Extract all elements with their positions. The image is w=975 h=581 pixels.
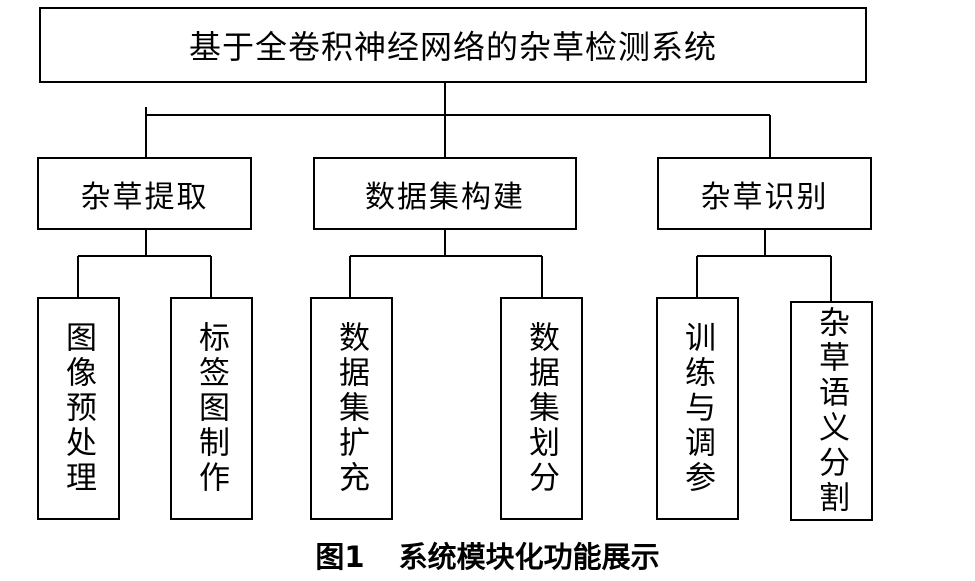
module-box-weed-extraction: 杂草提取 [37,157,252,230]
leaf-label: 杂草语义分割 [813,306,849,516]
module-label: 数据集构建 [365,179,525,215]
leaf-box-dataset-augmentation: 数据集扩充 [310,297,393,520]
figure-number: 图1 [315,540,365,574]
leaf-box-image-preprocessing: 图像预处理 [37,297,120,520]
figure-caption-text: 系统模块化功能展示 [398,540,660,574]
leaf-box-label-map-making: 标签图制作 [170,297,253,520]
module-box-dataset-construction: 数据集构建 [313,157,577,230]
figure-caption: 图1 系统模块化功能展示 [0,534,975,576]
root-box: 基于全卷积神经网络的杂草检测系统 [39,7,867,83]
leaf-label: 标签图制作 [193,321,229,496]
connector-module-1-children [77,230,212,297]
leaf-box-semantic-segmentation: 杂草语义分割 [790,301,873,521]
module-label: 杂草提取 [80,179,209,215]
leaf-box-dataset-split: 数据集划分 [500,297,583,520]
connector-module-3-children [696,230,832,301]
leaf-label: 数据集扩充 [333,321,369,496]
connector-module-2-children [349,230,543,297]
leaf-box-training-tuning: 训练与调参 [656,297,739,520]
module-box-weed-recognition: 杂草识别 [657,157,872,230]
leaf-label: 训练与调参 [679,321,715,496]
root-title: 基于全卷积神经网络的杂草检测系统 [188,28,717,66]
module-label: 杂草识别 [700,179,829,215]
leaf-label: 图像预处理 [60,321,96,496]
leaf-label: 数据集划分 [523,321,559,496]
